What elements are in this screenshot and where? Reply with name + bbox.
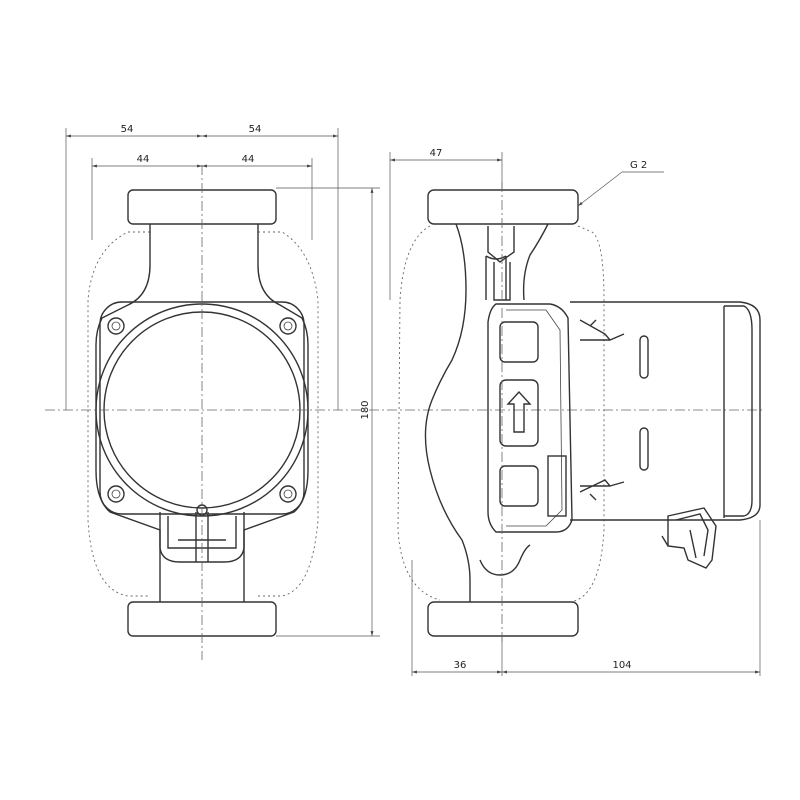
- flow-arrow-icon: [506, 390, 532, 433]
- dim-side-top: 47: [430, 148, 443, 159]
- dim-side-bottom-right: 104: [612, 660, 631, 671]
- thread-label: G 2: [630, 160, 647, 171]
- side-view: [397, 189, 761, 637]
- dim-height: 180: [360, 400, 371, 419]
- side-motor-flange-inner: [506, 309, 563, 527]
- bolt-bottom-right: [279, 485, 297, 503]
- front-insulation-contour: [87, 231, 319, 597]
- clamp-bottom: [579, 479, 625, 501]
- dim-front-inner-left: 44: [137, 154, 150, 165]
- front-bolts: [107, 317, 297, 503]
- thread-leader-line: [577, 171, 623, 207]
- dim-front-outer-right: 54: [249, 124, 262, 135]
- side-insulation-contour: [397, 225, 605, 603]
- side-motor-cap: [724, 305, 753, 517]
- motor-slot-top: [639, 335, 649, 379]
- side-bottom-flange: [427, 601, 579, 637]
- front-dimensions: 54 54 44 44 180: [65, 124, 380, 637]
- side-housing: [424, 223, 549, 602]
- dim-side-bottom-left: 36: [454, 660, 467, 671]
- side-panel-slot-bottom: [499, 465, 539, 507]
- side-panel-slot-top: [499, 321, 539, 363]
- bolt-top-left: [107, 317, 125, 335]
- side-motor-body: [570, 301, 761, 521]
- bolt-bottom-left: [107, 485, 125, 503]
- motor-slot-bottom: [639, 427, 649, 471]
- dim-front-outer-left: 54: [121, 124, 134, 135]
- side-dimensions: 47 G 2 36 104: [389, 148, 761, 676]
- side-terminal-plate: [547, 455, 567, 517]
- front-view: [87, 165, 319, 660]
- bolt-top-right: [279, 317, 297, 335]
- side-connector-plug: [661, 507, 717, 569]
- front-connector-box: [159, 512, 245, 563]
- side-motor-flange: [487, 303, 573, 533]
- clamp-top: [579, 319, 625, 341]
- dim-front-inner-right: 44: [242, 154, 255, 165]
- side-top-flange: [427, 189, 579, 225]
- side-flow-indicator: [499, 379, 539, 447]
- side-neck: [487, 226, 515, 301]
